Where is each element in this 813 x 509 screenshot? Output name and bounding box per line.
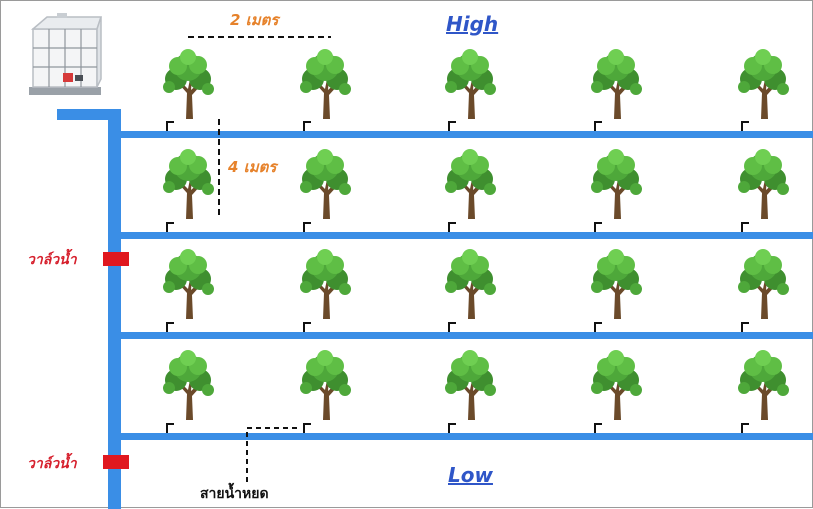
high-end-label: High — [446, 12, 499, 36]
tree-icon — [293, 350, 357, 420]
low-end-label: Low — [448, 463, 493, 487]
tree-icon — [584, 149, 648, 219]
tree-icon — [293, 249, 357, 319]
ibc-tote-tank-icon — [29, 13, 103, 95]
tree-icon — [731, 49, 795, 119]
drip-emitter-icon — [741, 121, 749, 131]
drip-line-leader — [246, 427, 297, 483]
drip-emitter-icon — [594, 222, 602, 232]
drip-emitter-icon — [448, 322, 456, 332]
tree-icon — [438, 249, 502, 319]
tree-icon — [584, 249, 648, 319]
valve-label-lower: วาล์วน้ำ — [27, 456, 77, 472]
tree-icon — [438, 149, 502, 219]
drip-emitter-icon — [303, 222, 311, 232]
tree-icon — [731, 149, 795, 219]
tree-spacing-label: 2 เมตร — [230, 11, 279, 29]
row-spacing-label: 4 เมตร — [228, 158, 277, 176]
tree-icon — [293, 149, 357, 219]
drip-emitter-icon — [741, 222, 749, 232]
tree-icon — [731, 350, 795, 420]
main-pipe-vertical — [108, 109, 121, 509]
tree-icon — [731, 249, 795, 319]
drip-emitter-icon — [448, 423, 456, 433]
tree-icon — [584, 350, 648, 420]
tree-icon — [438, 49, 502, 119]
drip-emitter-icon — [448, 222, 456, 232]
tree-icon — [584, 49, 648, 119]
tree-icon — [156, 149, 220, 219]
lateral-pipe-3 — [121, 332, 813, 339]
drip-emitter-icon — [303, 423, 311, 433]
drip-emitter-icon — [448, 121, 456, 131]
valve-label-upper: วาล์วน้ำ — [27, 252, 77, 268]
valve-upper — [103, 252, 129, 266]
lateral-pipe-4 — [121, 433, 813, 440]
drip-emitter-icon — [303, 121, 311, 131]
drip-emitter-icon — [166, 121, 174, 131]
drip-emitter-icon — [741, 322, 749, 332]
main-pipe-header — [57, 109, 121, 120]
lateral-pipe-2 — [121, 232, 813, 239]
tree-icon — [156, 249, 220, 319]
tree-icon — [438, 350, 502, 420]
drip-emitter-icon — [594, 322, 602, 332]
drip-line-label: สายน้ำหยด — [200, 486, 269, 502]
drip-emitter-icon — [166, 222, 174, 232]
drip-emitter-icon — [594, 121, 602, 131]
valve-lower — [103, 455, 129, 469]
tree-icon — [156, 350, 220, 420]
drip-emitter-icon — [166, 423, 174, 433]
drip-emitter-icon — [741, 423, 749, 433]
tree-icon — [156, 49, 220, 119]
drip-emitter-icon — [166, 322, 174, 332]
drip-emitter-icon — [303, 322, 311, 332]
drip-emitter-icon — [594, 423, 602, 433]
tree-icon — [293, 49, 357, 119]
lateral-pipe-1 — [121, 131, 813, 138]
